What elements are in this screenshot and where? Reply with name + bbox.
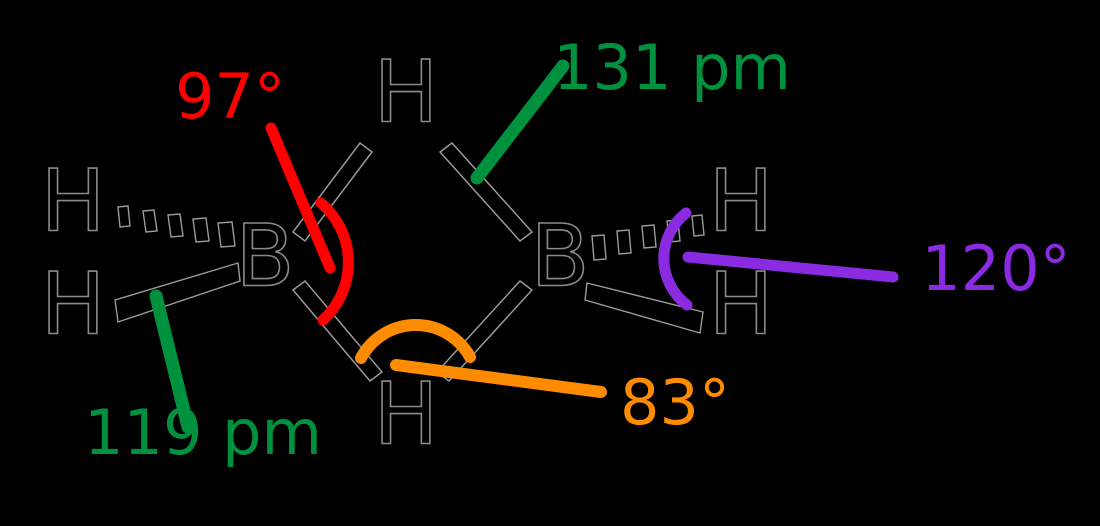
annotation-length-131: 131 pm: [470, 31, 791, 185]
angle-120-label: 120°: [921, 232, 1070, 305]
angle-97-leader: [265, 122, 336, 274]
atom-h-bottom-bridge: H: [374, 364, 439, 464]
angle-83-label: 83°: [620, 366, 730, 439]
hash-tick: [591, 234, 607, 261]
right-solid-wedge: [584, 282, 704, 334]
hash-tick: [142, 209, 158, 233]
length-131-leader: [470, 59, 570, 185]
bond-bleft-htop: [291, 141, 374, 243]
annotation-angle-120: 120°: [658, 207, 1071, 311]
length-119-leader: [149, 289, 195, 434]
annotation-angle-97: 97°: [175, 60, 354, 326]
atom-h-left-upper: H: [41, 151, 106, 251]
atom-h-top-bridge: H: [374, 42, 439, 142]
length-119-label: 119 pm: [84, 396, 322, 469]
atom-h-right-lower: H: [709, 254, 774, 354]
left-solid-wedge: [114, 262, 241, 323]
annotation-angle-83: 83°: [355, 319, 730, 439]
hash-tick: [167, 213, 184, 238]
angle-120-arc: [658, 207, 693, 311]
angle-120-leader: [682, 251, 899, 283]
angle-97-arc: [315, 197, 354, 326]
angle-83-leader: [390, 359, 607, 398]
hash-tick: [217, 221, 236, 248]
hash-tick: [691, 214, 705, 237]
left-hashed-wedge: [117, 205, 236, 248]
angle-83-arc: [355, 319, 476, 364]
hash-tick: [192, 217, 210, 243]
atom-h-right-upper: H: [709, 151, 774, 251]
angle-97-label: 97°: [175, 60, 285, 133]
length-131-label: 131 pm: [553, 31, 791, 104]
hash-tick: [641, 224, 657, 249]
hash-tick: [616, 229, 632, 255]
atom-b-right: B: [531, 206, 590, 306]
annotation-length-119: 119 pm: [84, 289, 322, 469]
hash-tick: [117, 205, 131, 228]
atom-h-left-lower: H: [41, 254, 106, 354]
atom-b-left: B: [236, 206, 295, 306]
